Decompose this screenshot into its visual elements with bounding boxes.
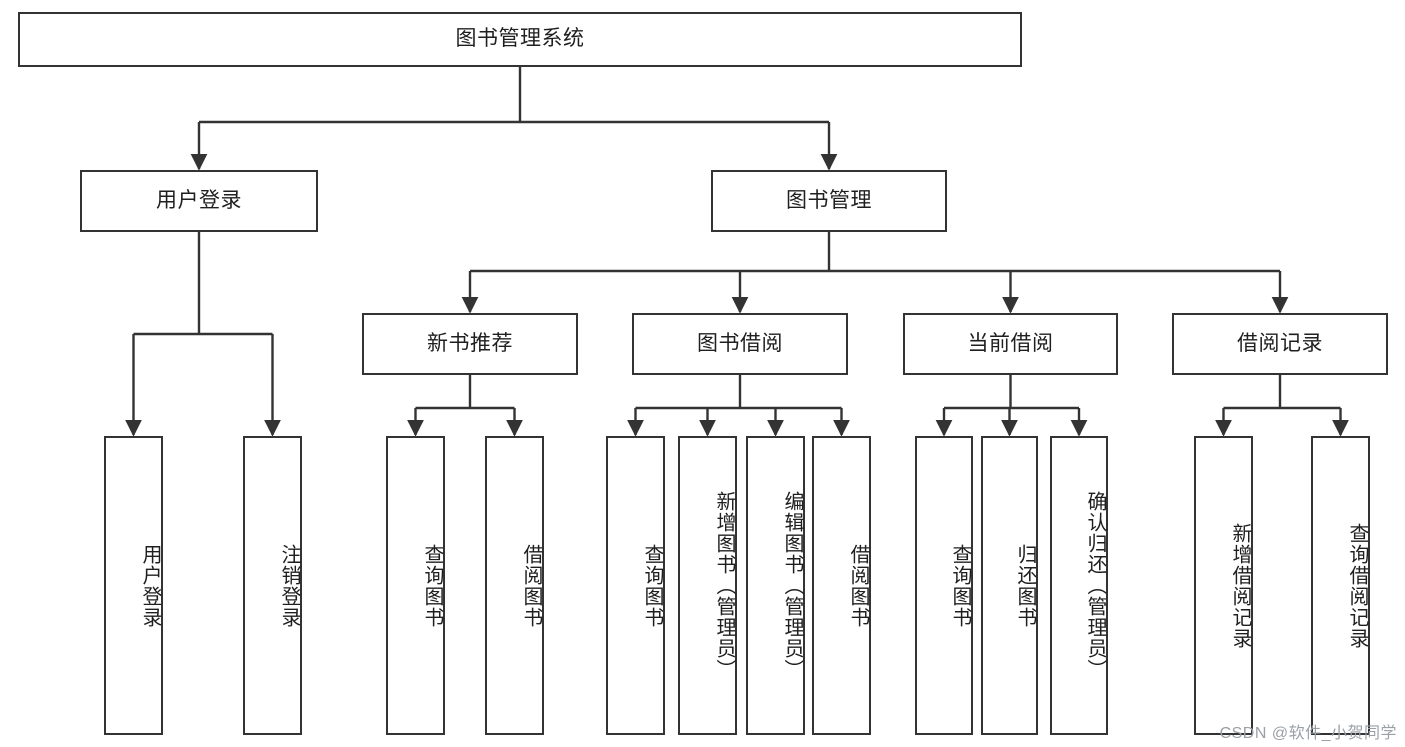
node-label-leaf-query-borrow-record: 查询借阅记录 (1346, 522, 1368, 649)
node-label-leaf-borrow-book: 借阅图书 (847, 543, 869, 628)
node-user-login[interactable]: 用户登录 (80, 170, 318, 232)
node-leaf-query-book-current[interactable]: 查询图书 (915, 436, 973, 735)
node-label-leaf-add-borrow-record: 新增借阅记录 (1229, 522, 1251, 649)
connector-edges (125, 67, 1349, 437)
node-leaf-query-borrow-record[interactable]: 查询借阅记录 (1311, 436, 1370, 735)
node-label-leaf-edit-book: 编辑图书（管理员） (781, 491, 803, 680)
node-book-manage[interactable]: 图书管理 (711, 170, 947, 232)
node-label-book-borrow: 图书借阅 (697, 331, 783, 355)
node-label-leaf-confirm-return: 确认归还（管理员） (1084, 491, 1106, 680)
node-book-borrow[interactable]: 图书借阅 (632, 313, 848, 375)
node-leaf-query-book-recommend[interactable]: 查询图书 (386, 436, 445, 735)
node-label-current-borrow: 当前借阅 (967, 331, 1054, 355)
node-label-leaf-logout: 注销登录 (278, 543, 300, 628)
node-label-leaf-add-book: 新增图书（管理员） (713, 491, 735, 680)
node-label-new-book-recommend: 新书推荐 (427, 331, 513, 355)
node-label-leaf-query-book-current: 查询图书 (949, 543, 971, 628)
node-new-book-recommend[interactable]: 新书推荐 (362, 313, 578, 375)
node-leaf-borrow-book-recommend[interactable]: 借阅图书 (485, 436, 544, 735)
node-leaf-return-book[interactable]: 归还图书 (981, 436, 1038, 735)
node-borrow-record[interactable]: 借阅记录 (1172, 313, 1388, 375)
node-leaf-add-book[interactable]: 新增图书（管理员） (678, 436, 737, 735)
node-label-leaf-query-book-borrow: 查询图书 (641, 543, 663, 628)
node-leaf-confirm-return[interactable]: 确认归还（管理员） (1050, 436, 1108, 735)
node-label-leaf-query-book-recommend: 查询图书 (421, 543, 443, 628)
node-leaf-edit-book[interactable]: 编辑图书（管理员） (746, 436, 805, 735)
node-label-book-manage: 图书管理 (786, 188, 872, 212)
node-current-borrow[interactable]: 当前借阅 (903, 313, 1118, 375)
node-leaf-borrow-book[interactable]: 借阅图书 (812, 436, 871, 735)
node-leaf-add-borrow-record[interactable]: 新增借阅记录 (1194, 436, 1253, 735)
node-leaf-user-login[interactable]: 用户登录 (104, 436, 163, 735)
node-label-leaf-borrow-book-recommend: 借阅图书 (520, 543, 542, 628)
node-label-user-login: 用户登录 (156, 188, 242, 212)
node-leaf-logout[interactable]: 注销登录 (243, 436, 302, 735)
node-label-borrow-record: 借阅记录 (1237, 331, 1323, 355)
node-label-leaf-user-login: 用户登录 (139, 543, 161, 628)
node-root[interactable]: 图书管理系统 (18, 12, 1022, 67)
node-label-leaf-return-book: 归还图书 (1014, 543, 1036, 628)
node-leaf-query-book-borrow[interactable]: 查询图书 (606, 436, 665, 735)
node-label-root: 图书管理系统 (455, 27, 585, 51)
watermark-text: CSDN @软件_小贺同学 (1219, 725, 1397, 742)
